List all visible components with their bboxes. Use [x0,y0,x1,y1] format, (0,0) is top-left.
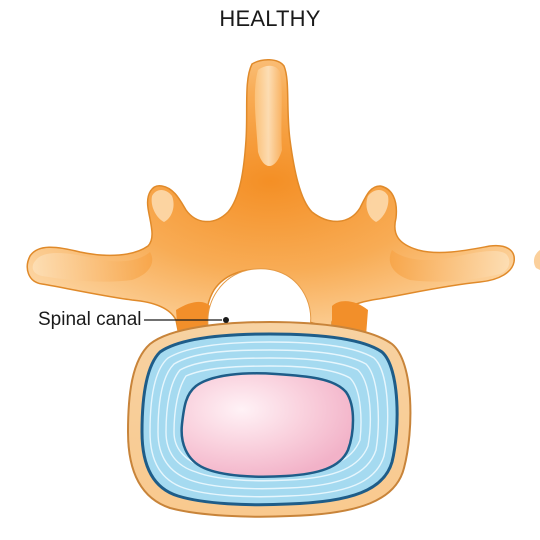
adjacent-figure-edge [533,250,540,270]
spinal-canal-pointer-dot [223,317,229,323]
vertebral-arch [26,59,515,336]
nucleus-pulposus [180,372,355,478]
diagram-title: HEALTHY [219,6,321,31]
spinal-canal-label: Spinal canal [38,309,142,330]
